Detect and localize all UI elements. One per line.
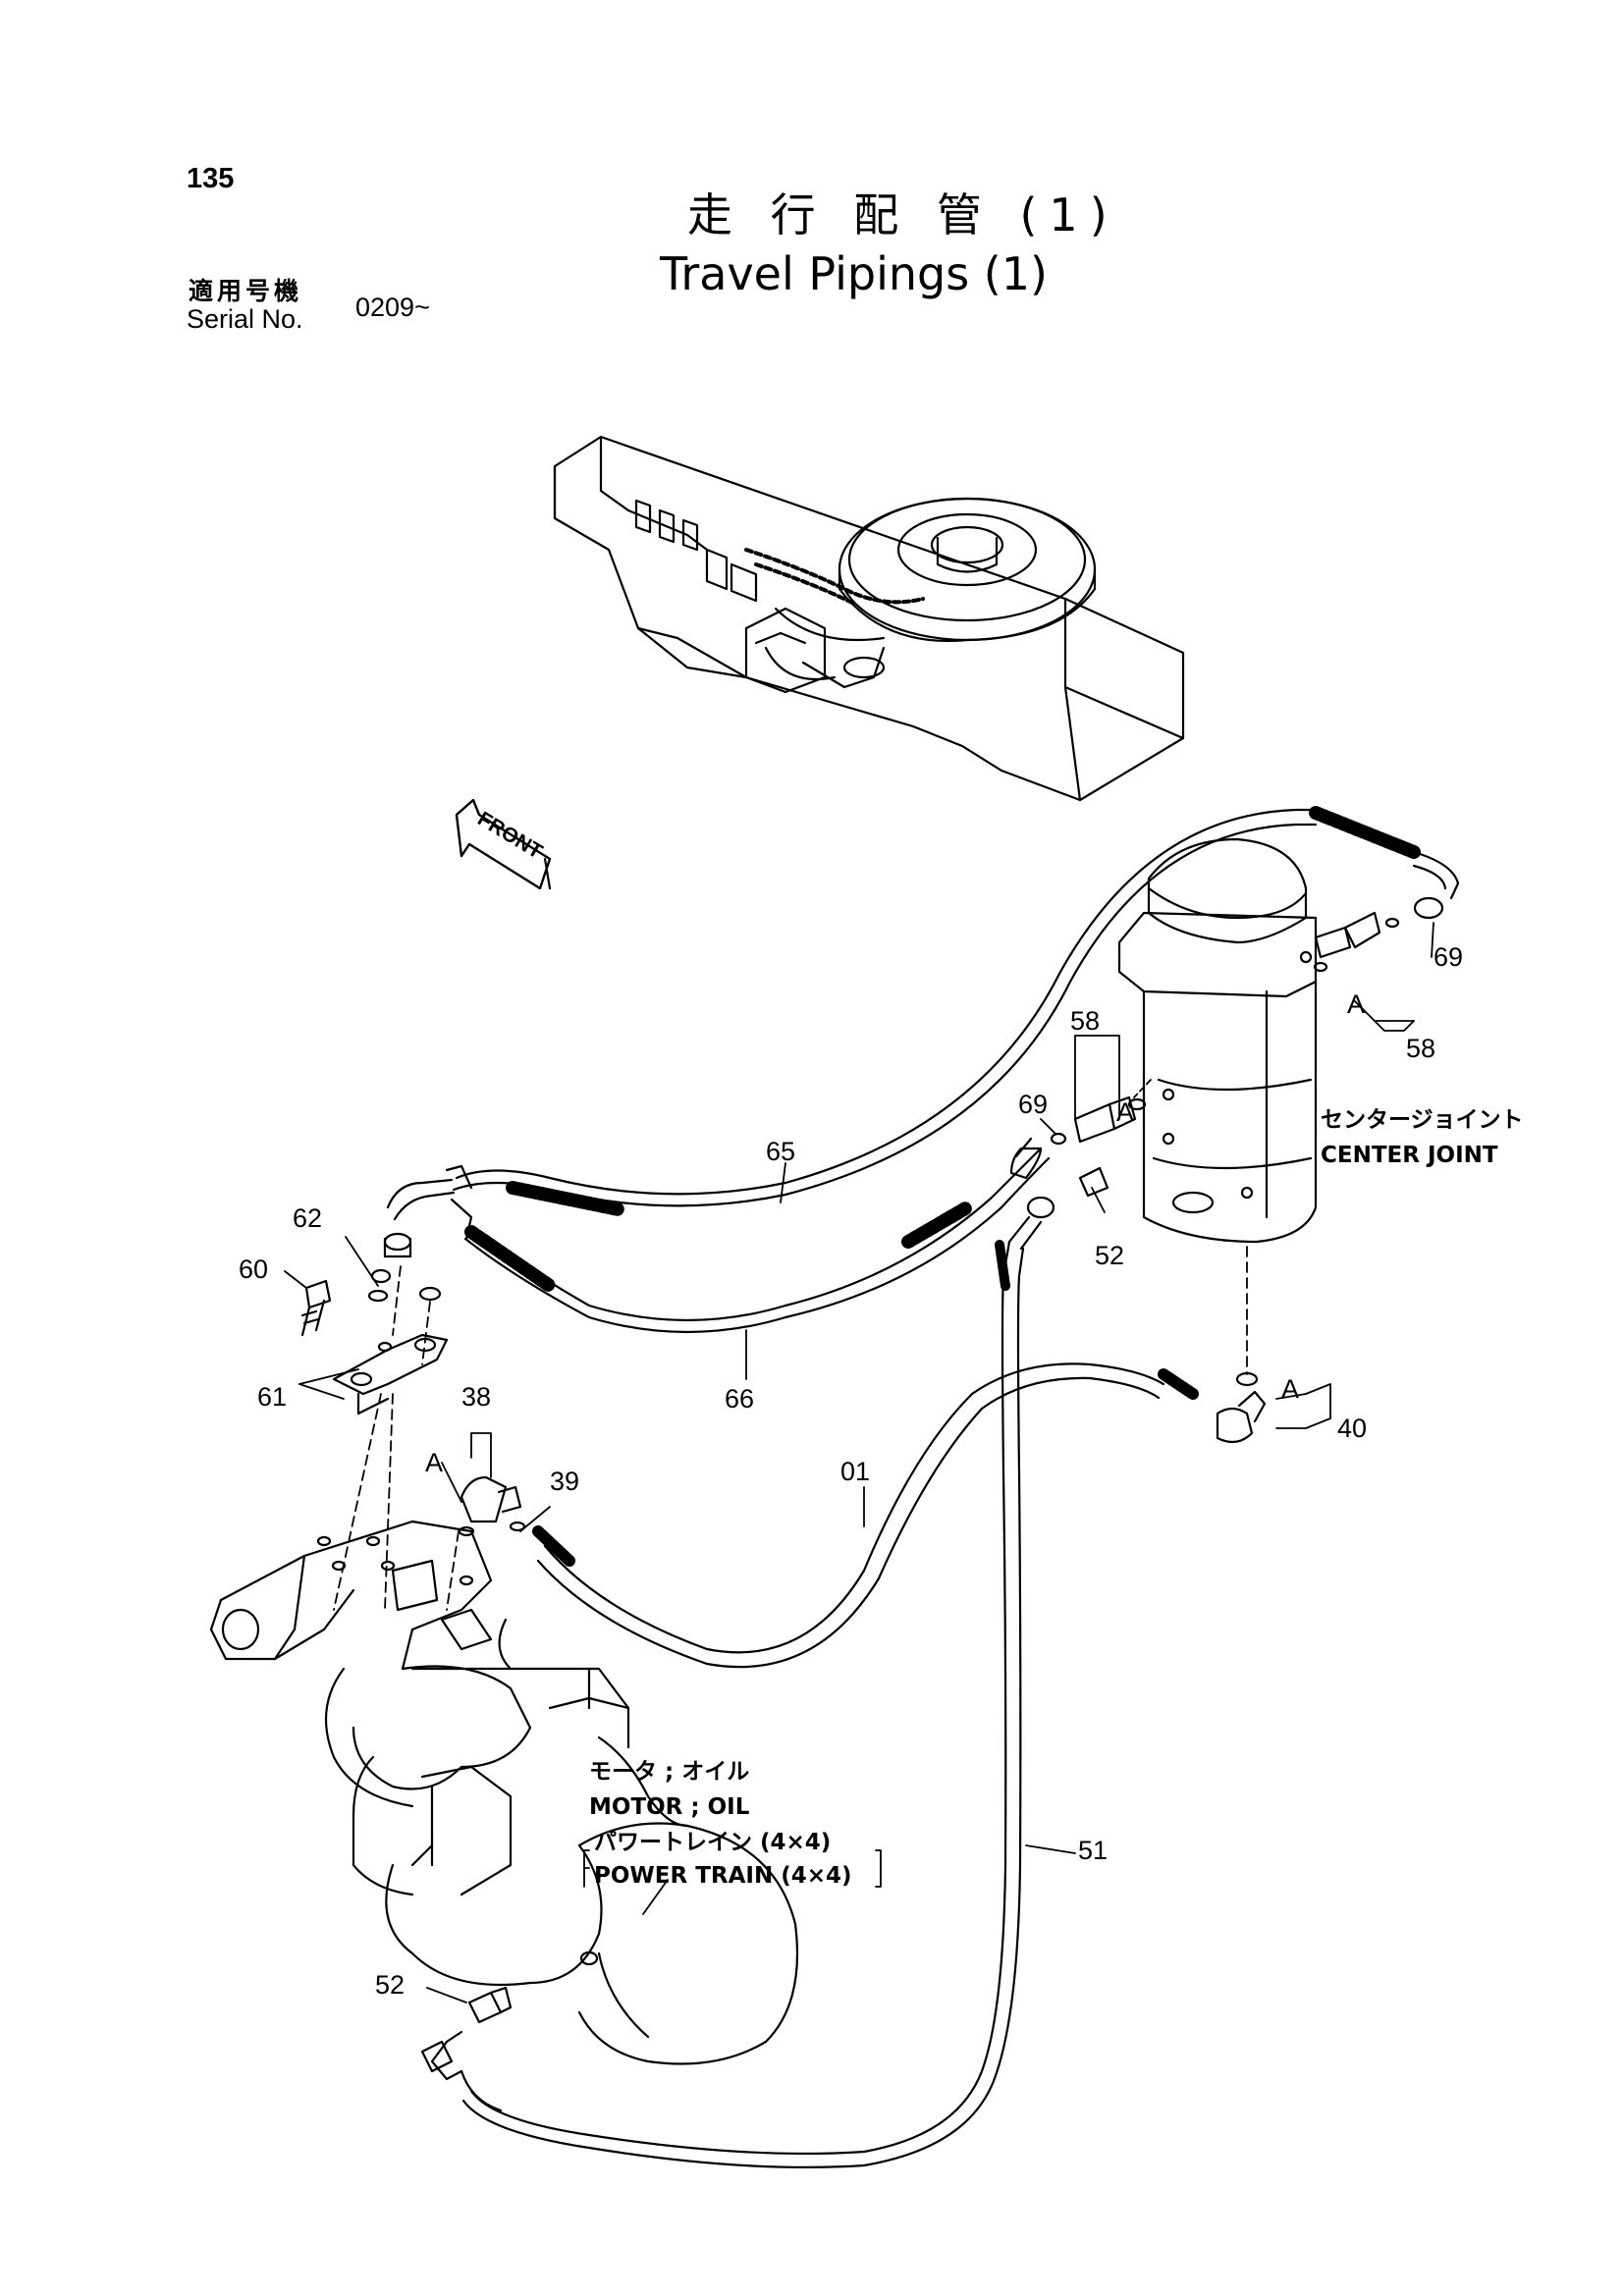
power-train-label-jp: パワートレイン (4×4)	[594, 1830, 832, 1855]
part-number-61: 61	[257, 1382, 288, 1412]
part-number-60: 60	[239, 1255, 269, 1284]
motor-label-en: MOTOR ; OIL	[589, 1794, 750, 1820]
o-ring-62	[367, 1289, 389, 1303]
title-japanese: 走 行 配 管 (1)	[687, 188, 1119, 241]
port-marker-a: A	[1347, 989, 1366, 1019]
part-number-38: 38	[461, 1382, 492, 1412]
power-train-label-en: POWER TRAIN (4×4)	[594, 1863, 852, 1889]
port-marker-a: A	[1116, 1097, 1135, 1127]
leader-lines	[284, 922, 1434, 2003]
serial-label-japanese: 適用号機	[189, 277, 303, 305]
hose-51-lower-end	[420, 1986, 513, 2112]
part-number-65: 65	[766, 1137, 796, 1166]
hose-65	[452, 808, 1318, 1207]
page-number: 135	[187, 163, 235, 194]
travel-motor-power-train	[209, 1520, 799, 2065]
bolt-60	[300, 1279, 332, 1337]
hose-end-fittings	[370, 1164, 473, 1302]
part-number-39: 39	[550, 1467, 580, 1496]
center-joint-label-jp: センタージョイント	[1321, 1107, 1524, 1133]
hose-01	[532, 1362, 1199, 1669]
elbow-fitting-40	[1216, 1371, 1267, 1444]
part-number-69: 69	[1434, 942, 1464, 972]
part-number-58: 58	[1070, 1006, 1101, 1036]
part-number-66: 66	[725, 1384, 755, 1414]
title-english: Travel Pipings (1)	[660, 247, 1048, 300]
hose-66	[463, 1147, 1051, 1334]
front-arrow-icon	[455, 798, 552, 890]
motor-label-jp: モータ ; オイル	[589, 1759, 750, 1785]
hose-65-sleeve	[506, 806, 1421, 1216]
center-joint-body	[1117, 837, 1318, 1244]
port-marker-a: A	[425, 1448, 444, 1477]
flange-61	[332, 1333, 449, 1415]
port-marker-a: A	[1281, 1374, 1300, 1404]
upper-frame-assembly	[553, 435, 1185, 802]
serial-label-english: Serial No.	[187, 304, 303, 334]
part-number-62: 62	[293, 1203, 323, 1233]
part-number-52: 52	[1095, 1241, 1125, 1270]
part-number-01: 01	[840, 1457, 871, 1486]
part-number-51: 51	[1078, 1836, 1109, 1865]
part-number-58: 58	[1406, 1034, 1436, 1063]
elbow-fitting-38	[458, 1475, 526, 1586]
hose-51	[461, 1240, 1025, 2168]
part-number-52: 52	[375, 1970, 406, 2000]
center-joint-label-en: CENTER JOINT	[1321, 1143, 1498, 1168]
part-number-40: 40	[1337, 1414, 1368, 1443]
serial-number-value: 0209~	[355, 293, 430, 322]
right-elbow-fitting	[1313, 850, 1460, 973]
part-number-69: 69	[1018, 1090, 1049, 1119]
